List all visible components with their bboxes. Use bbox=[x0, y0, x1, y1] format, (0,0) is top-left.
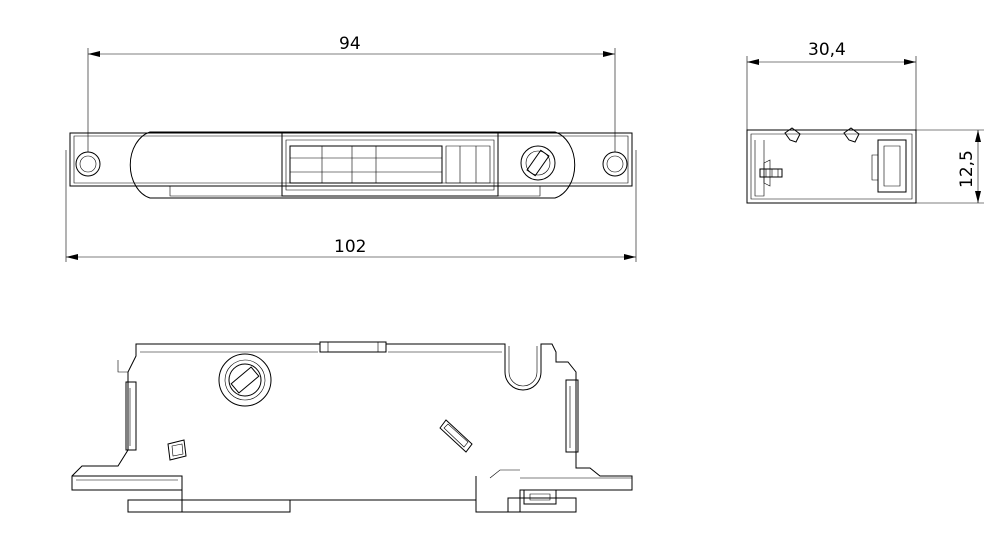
pin-detail bbox=[759, 159, 783, 187]
adjustment-screw-top bbox=[520, 145, 556, 181]
dimension-12-5: 12,5 bbox=[916, 129, 984, 204]
dimension-94-label: 94 bbox=[339, 34, 361, 54]
front-view bbox=[71, 341, 633, 513]
mounting-hole-left bbox=[75, 151, 101, 177]
top-view bbox=[69, 131, 633, 199]
mounting-hole-right bbox=[602, 151, 628, 177]
dimension-102-label: 102 bbox=[334, 237, 366, 257]
dimension-12-5-label: 12,5 bbox=[957, 150, 977, 188]
adjustment-screw-front bbox=[218, 353, 272, 407]
side-view bbox=[746, 127, 917, 204]
dimension-30-4-label: 30,4 bbox=[808, 40, 846, 60]
dimension-94: 94 bbox=[87, 34, 616, 152]
dimension-102: 102 bbox=[65, 150, 637, 262]
dimension-30-4: 30,4 bbox=[746, 40, 917, 130]
